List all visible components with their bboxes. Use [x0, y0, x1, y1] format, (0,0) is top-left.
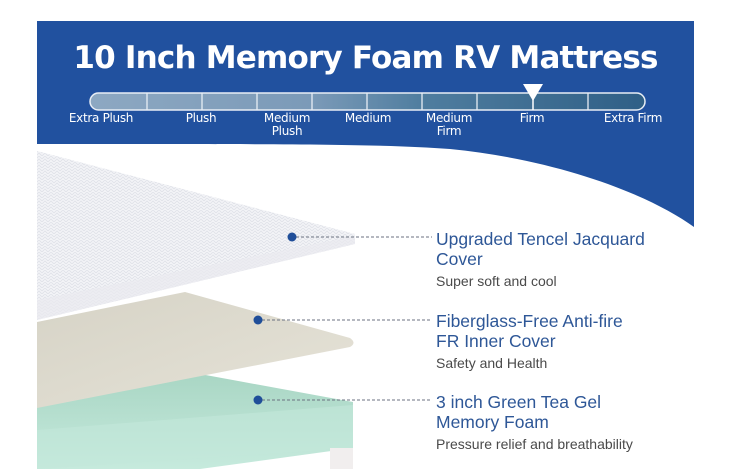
callout-subtitle: Pressure relief and breathability — [436, 436, 633, 452]
callout-dot-icon — [287, 232, 297, 242]
callout-dot-icon — [253, 315, 263, 325]
callout-subtitle: Super soft and cool — [436, 273, 557, 289]
callout-title: 3 inch Green Tea Gel — [436, 392, 602, 412]
scale-label-firm: Firm — [519, 111, 545, 125]
scale-label-extra-plush: Extra Plush — [68, 111, 134, 125]
callout-title: Memory Foam — [436, 412, 549, 432]
callout-fr-inner-cover: Fiberglass-Free Anti-fire FR Inner Cover… — [436, 311, 696, 372]
callout-title: Cover — [436, 249, 483, 269]
page-title: 10 Inch Memory Foam RV Mattress — [73, 40, 658, 76]
callout-title: Fiberglass-Free Anti-fire — [436, 311, 623, 331]
scale-label-extra-firm: Extra Firm — [603, 111, 663, 125]
scale-label-plush: Plush — [185, 111, 217, 125]
scale-label-medium: Medium — [344, 111, 392, 125]
jacquard-cover-layer — [37, 151, 355, 320]
firmness-indicator-arrow-icon — [523, 84, 543, 101]
callout-gel-memory-foam: 3 inch Green Tea Gel Memory Foam Pressur… — [436, 392, 696, 453]
fr-inner-cover-layer — [37, 292, 354, 408]
callout-dot-icon — [253, 395, 263, 405]
scale-label-medium-plush: Medium Plush — [263, 111, 311, 138]
scale-label-medium-firm: Medium Firm — [425, 111, 473, 138]
callout-title: FR Inner Cover — [436, 331, 556, 351]
callout-subtitle: Safety and Health — [436, 355, 548, 371]
callout-title: Upgraded Tencel Jacquard — [436, 229, 645, 249]
callout-jacquard-cover: Upgraded Tencel Jacquard Cover Super sof… — [436, 229, 696, 290]
